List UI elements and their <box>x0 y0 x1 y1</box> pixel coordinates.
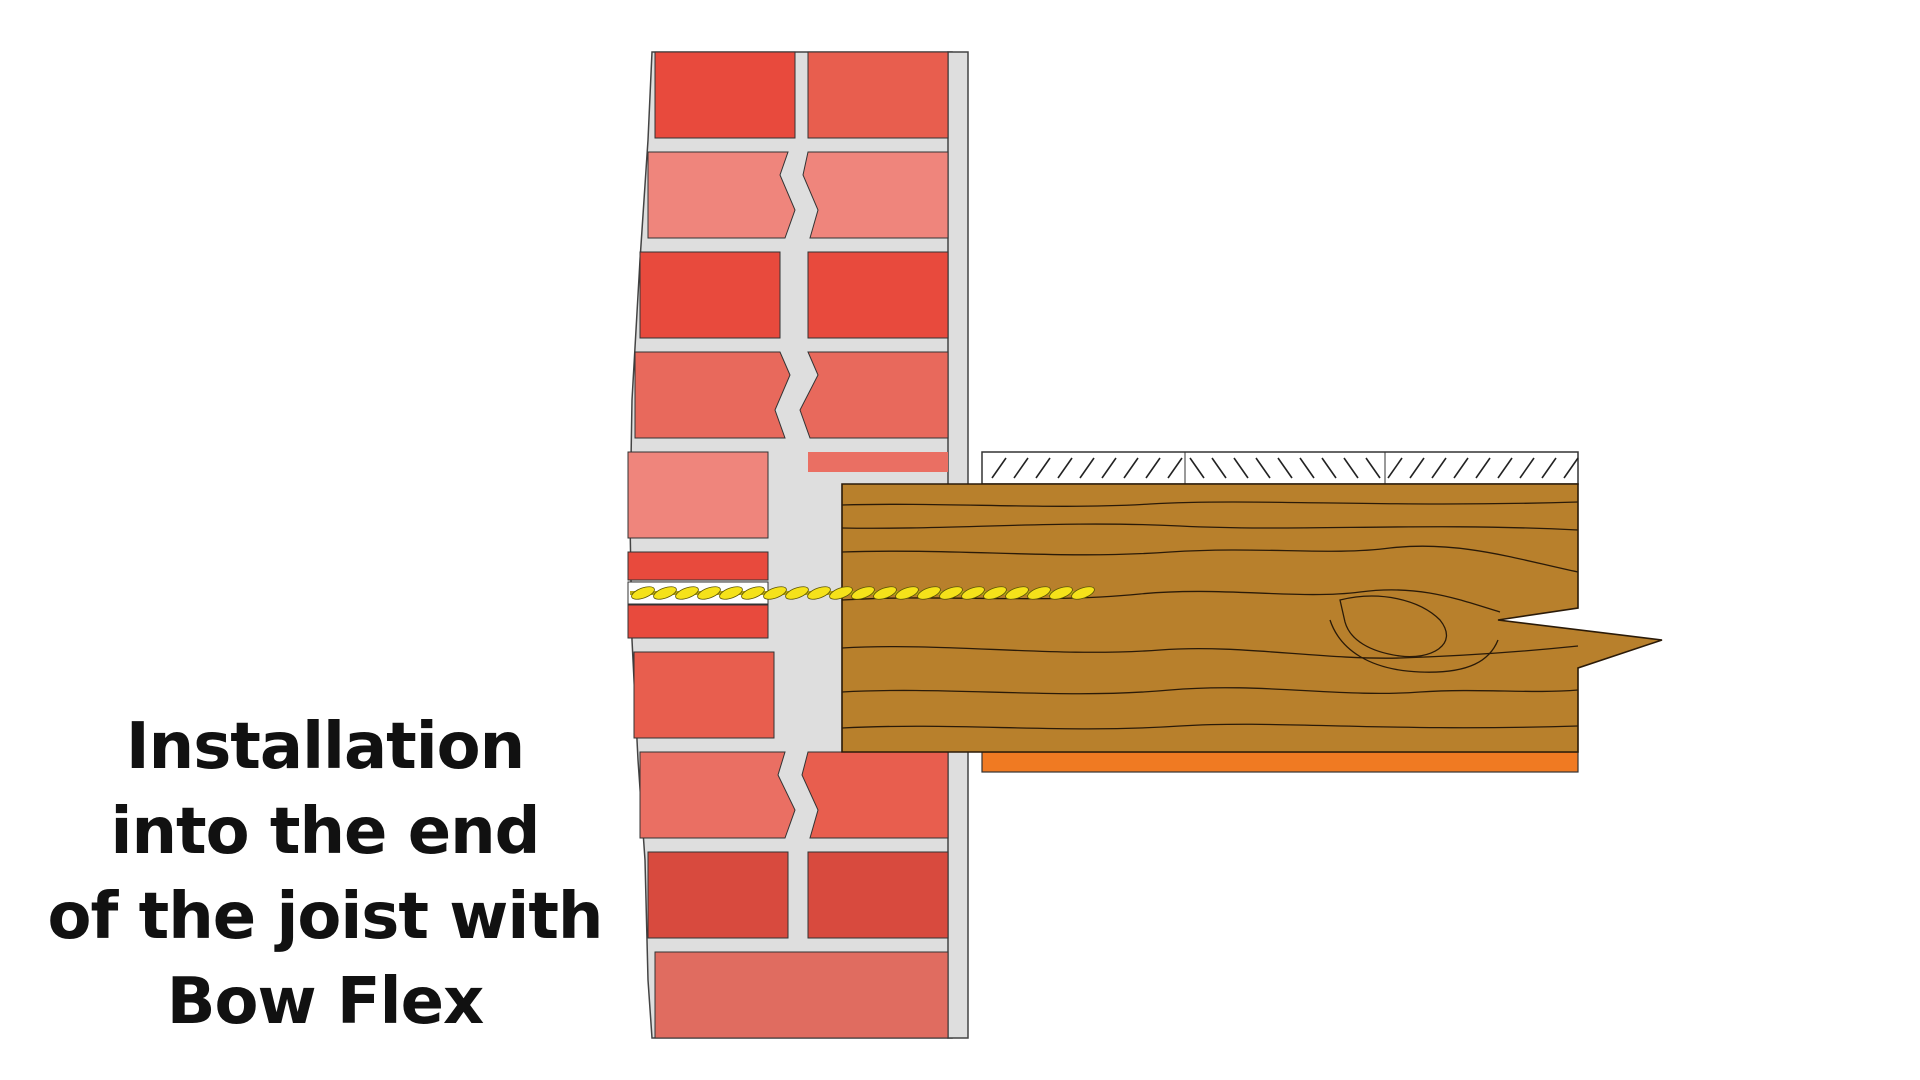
hatch-stroke <box>1233 457 1249 479</box>
tie-twist-segment <box>939 586 963 600</box>
brick <box>654 51 796 139</box>
tie-twist-segment <box>697 586 721 600</box>
floorboard-hatching <box>991 457 1579 479</box>
brick <box>801 751 949 839</box>
tie-twist-segment <box>675 586 699 600</box>
hatch-stroke <box>1409 457 1425 479</box>
tie-twist-segment <box>631 586 655 600</box>
brick <box>639 251 781 339</box>
tie-twist-segment <box>741 586 765 600</box>
caption-line: Bow Flex <box>166 965 485 1039</box>
ceiling-board <box>981 751 1579 773</box>
brick <box>639 751 796 839</box>
timber-joist <box>841 483 1663 753</box>
tie-twist-segment <box>917 586 941 600</box>
hatch-stroke <box>1387 457 1403 479</box>
wood-grain <box>841 501 1579 730</box>
tie-twist-segment <box>1049 586 1073 600</box>
brick <box>807 51 949 139</box>
hatch-stroke <box>1321 457 1337 479</box>
brick <box>647 851 789 939</box>
tie-twist-segment <box>785 586 809 600</box>
hatch-stroke <box>1497 457 1513 479</box>
brick <box>799 351 949 439</box>
brick <box>807 251 949 339</box>
brick <box>654 951 949 1039</box>
joist-body <box>841 483 1663 753</box>
hatch-stroke <box>1563 457 1579 479</box>
brick <box>802 151 949 239</box>
brick <box>647 151 796 239</box>
tie-twist-segment <box>653 586 677 600</box>
hatch-stroke <box>1431 457 1447 479</box>
diagram-caption: Installation into the end of the joist w… <box>20 705 630 1045</box>
brick <box>634 351 791 439</box>
hatch-stroke <box>1365 457 1381 479</box>
brick <box>633 651 775 739</box>
hatch-stroke <box>1145 457 1161 479</box>
hatch-stroke <box>1299 457 1315 479</box>
hatch-stroke <box>1101 457 1117 479</box>
hatch-stroke <box>1541 457 1557 479</box>
tie-twist-segment <box>1071 586 1095 600</box>
brick-wall <box>627 51 969 1039</box>
caption-line: Installation <box>125 710 525 784</box>
hatch-stroke <box>1035 457 1051 479</box>
tie-twist-segment <box>807 586 831 600</box>
caption-line: into the end <box>110 795 541 869</box>
tie-twist-segment <box>873 586 897 600</box>
tie-twist-segment <box>719 586 743 600</box>
hatch-stroke <box>1475 457 1491 479</box>
tie-twist-segment <box>1027 586 1051 600</box>
floorboard-top <box>981 451 1579 485</box>
hatch-stroke <box>991 457 1007 479</box>
floorboard <box>981 451 1579 485</box>
tie-twist-segment <box>829 586 853 600</box>
tie-twist-segment <box>763 586 787 600</box>
hatch-stroke <box>1189 457 1205 479</box>
brick <box>627 451 769 539</box>
brick <box>627 604 769 639</box>
hatch-stroke <box>1123 457 1139 479</box>
tie-twist-segment <box>1005 586 1029 600</box>
hatch-stroke <box>1277 457 1293 479</box>
tie-twist-segment <box>983 586 1007 600</box>
twisted-wall-tie <box>630 586 1095 600</box>
hatch-stroke <box>1211 457 1227 479</box>
hatch-stroke <box>1013 457 1029 479</box>
hatch-stroke <box>1343 457 1359 479</box>
hatch-stroke <box>1255 457 1271 479</box>
hatch-stroke <box>1519 457 1535 479</box>
caption-line: of the joist with <box>47 880 604 954</box>
hatch-stroke <box>1453 457 1469 479</box>
brick <box>807 851 949 939</box>
hatch-stroke <box>1057 457 1073 479</box>
hatch-stroke <box>1167 457 1183 479</box>
tie-twist-segment <box>895 586 919 600</box>
tie-twist-segment <box>851 586 875 600</box>
tie-twist-segment <box>961 586 985 600</box>
brick <box>808 452 948 472</box>
brick <box>627 551 769 581</box>
hatch-stroke <box>1079 457 1095 479</box>
